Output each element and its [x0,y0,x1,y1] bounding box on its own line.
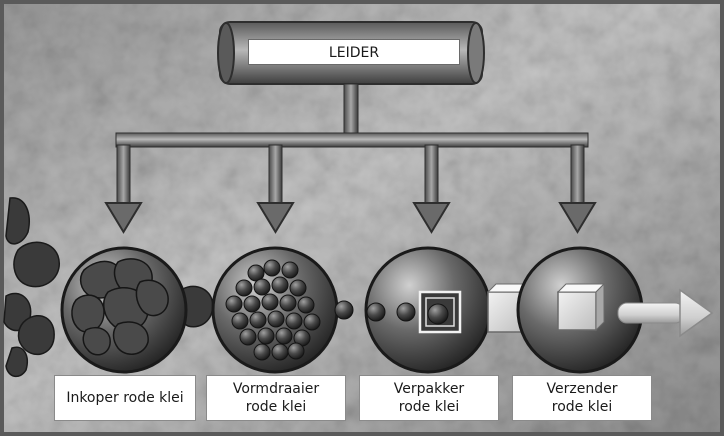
station-label-4: Verzender rode klei [512,375,652,421]
down-arrow-2 [256,144,295,234]
leader-bar-right-cap [467,22,485,84]
down-arrow-1 [104,144,143,234]
station-label-3-line2: rode klei [398,399,460,415]
station-label-1: Inkoper rode klei [54,375,196,421]
station-label-3: Verpakker rode klei [359,375,499,421]
station-label-3-line1: Verpakker [393,381,465,397]
station-sphere-2 [211,246,354,374]
station-label-4-line2: rode klei [551,399,613,415]
down-arrow-3 [412,144,451,234]
down-arrow-4 [558,144,597,234]
station-label-2-line1: Vormdraaier [232,381,320,397]
output-arrow [617,288,714,338]
station-label-1-line1: Inkoper rode klei [66,390,184,406]
leader-bar-left-cap [217,22,235,84]
leader-pipe [343,83,359,141]
station-sphere-1 [60,246,188,374]
station-label-2: Vormdraaier rode klei [206,375,346,421]
station-sphere-3 [364,246,492,374]
distribution-pipe [115,132,589,148]
station-sphere-4 [516,246,644,374]
station-label-4-line1: Verzender [546,381,618,397]
station-label-2-line2: rode klei [245,399,307,415]
leader-label: LEIDER [248,39,460,65]
